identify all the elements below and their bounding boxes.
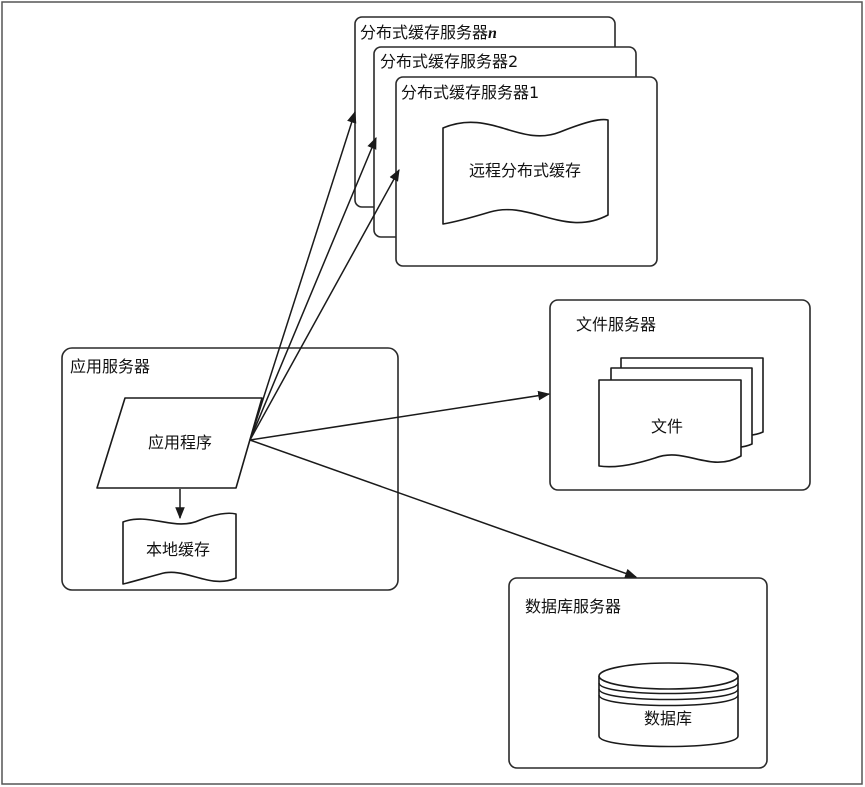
database-cylinder-top bbox=[598, 662, 739, 690]
remote-cache-label: 远程分布式缓存 bbox=[469, 161, 581, 180]
local-cache-shape bbox=[122, 512, 237, 585]
database-cylinder-ring-2 bbox=[598, 688, 739, 701]
database-cylinder-ring-3 bbox=[598, 694, 739, 707]
app-server: 应用服务器 应用程序 本地缓存 bbox=[61, 347, 399, 591]
app-program-shape bbox=[96, 397, 263, 489]
cache-server-1: 分布式缓存服务器1 远程分布式缓存 bbox=[395, 76, 658, 267]
arrow-to-file-server bbox=[249, 390, 551, 441]
file-server: 文件服务器 文件 bbox=[549, 299, 811, 491]
cache-server-2-title: 分布式缓存服务器2 bbox=[380, 52, 518, 71]
file-label: 文件 bbox=[651, 417, 683, 436]
arrow-to-cache-1 bbox=[249, 168, 400, 441]
arrow-to-cache-2 bbox=[249, 136, 377, 441]
database-cylinder-ring-1 bbox=[598, 682, 739, 695]
database-cylinder-body bbox=[598, 676, 739, 748]
database-server: 数据库服务器 数据库 bbox=[508, 577, 768, 769]
local-cache-label: 本地缓存 bbox=[146, 540, 210, 559]
cache-server-n-title: 分布式缓存服务器n bbox=[360, 23, 497, 42]
arrow-to-database-server bbox=[249, 439, 638, 578]
database-server-title: 数据库服务器 bbox=[525, 597, 621, 616]
connections bbox=[175, 110, 638, 578]
remote-cache-shape bbox=[442, 118, 609, 225]
app-program-label: 应用程序 bbox=[148, 433, 212, 452]
cache-server-1-title: 分布式缓存服务器1 bbox=[401, 83, 539, 102]
app-server-title: 应用服务器 bbox=[70, 357, 150, 376]
file-server-title: 文件服务器 bbox=[576, 315, 656, 334]
file-stack-front bbox=[598, 379, 742, 468]
arrow-to-cache-n bbox=[249, 110, 357, 441]
database-label: 数据库 bbox=[644, 709, 692, 728]
